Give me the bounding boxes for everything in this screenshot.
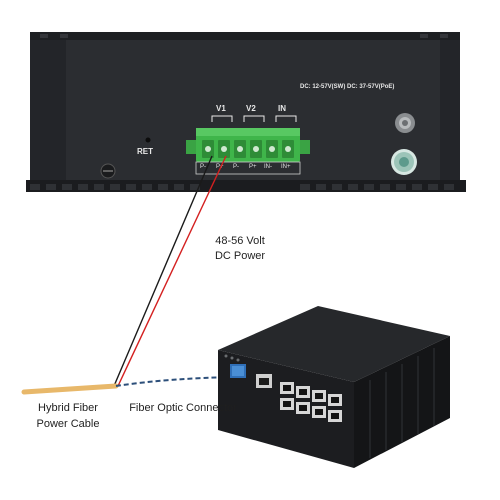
pin-label: IN-	[264, 164, 272, 170]
fiber-connector-label: Fiber Optic Connector	[129, 402, 237, 414]
dc-input-label: DC: 12-57V(SW) DC: 37-57V(PoE)	[300, 84, 394, 90]
device-rear-panel	[0, 0, 500, 200]
network-switch	[200, 290, 500, 490]
voltage-label-v1: V1	[216, 104, 226, 113]
voltage-label-in: IN	[278, 104, 286, 113]
pin-label: P-	[233, 164, 239, 170]
pin-label: P-	[200, 164, 206, 170]
rear-panel-drawing	[26, 32, 466, 192]
power-wire-red	[117, 155, 227, 387]
reset-label: RET	[137, 147, 153, 156]
dc-switch-range: DC: 12-57V(SW)	[300, 84, 346, 90]
voltage-label-v2: V2	[246, 104, 256, 113]
power-wire-black	[113, 155, 213, 387]
dc-poe-range: DC: 37-57V(PoE)	[347, 84, 395, 90]
hybrid-cable-label: Hybrid Fiber Power Cable	[18, 400, 118, 432]
power-spec-label: 48-56 Volt DC Power	[190, 234, 290, 264]
hybrid-fiber-cable	[21, 383, 119, 395]
pin-label: IN+	[281, 164, 291, 170]
pin-label: P+	[249, 164, 257, 170]
hybrid-cable-line2: Power Cable	[36, 418, 100, 430]
power-voltage-text: 48-56 Volt	[215, 235, 265, 247]
power-type-text: DC Power	[214, 250, 266, 262]
pin-label: P+	[216, 164, 224, 170]
switch-drawing	[218, 306, 450, 468]
hybrid-cable-line1: Hybrid Fiber	[38, 402, 98, 414]
